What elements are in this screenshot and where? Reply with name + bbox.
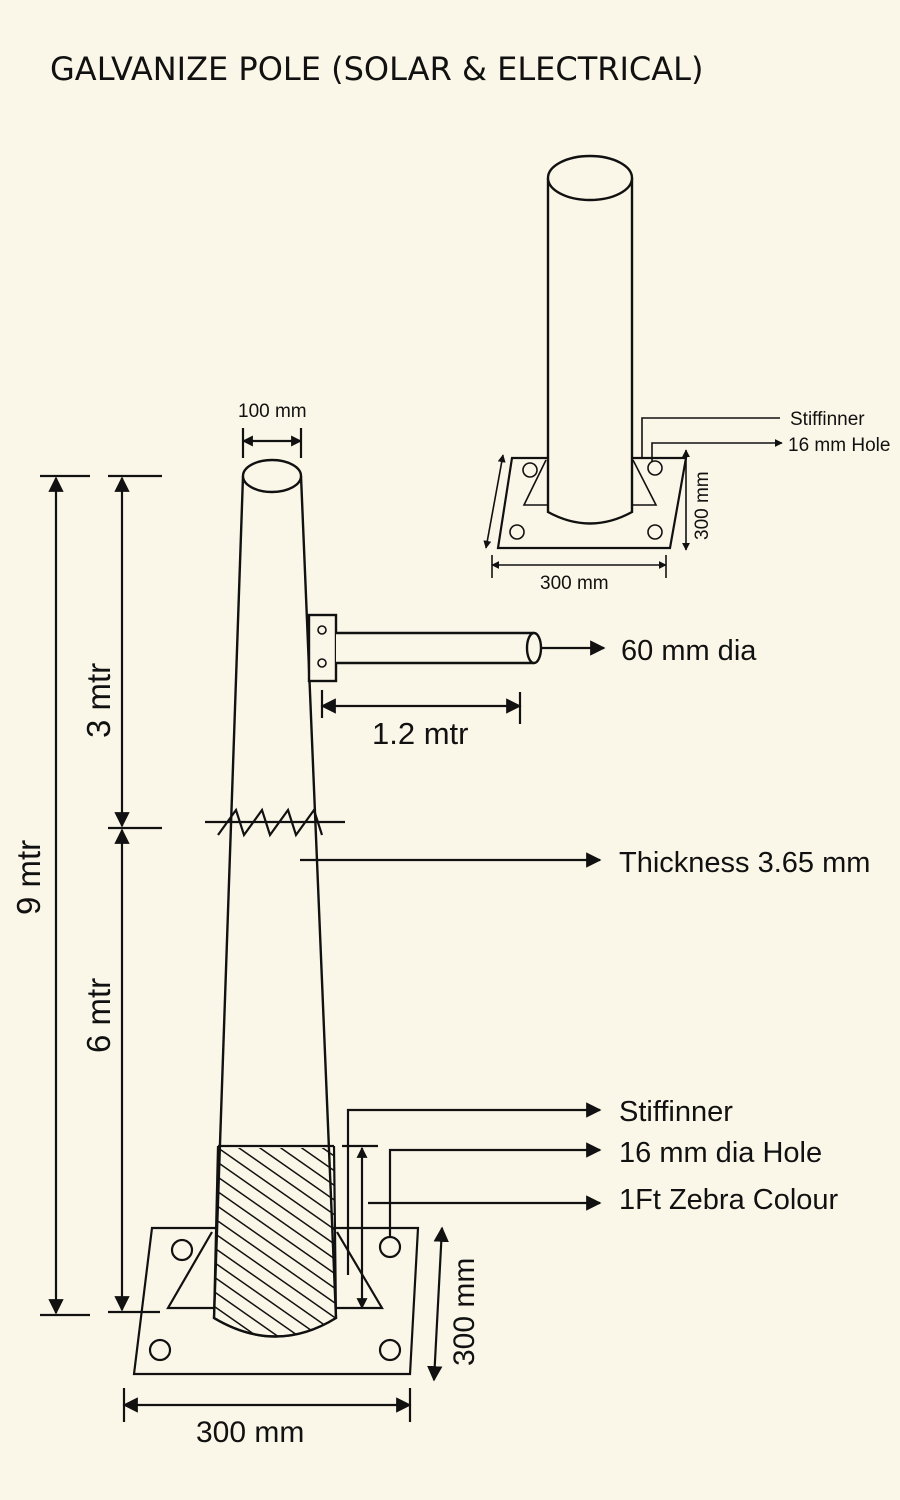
main-hole bbox=[378, 1338, 402, 1362]
main-stiffener-left bbox=[166, 1231, 216, 1310]
zebra-label: 1Ft Zebra Colour bbox=[619, 1184, 839, 1216]
main-pole-top bbox=[241, 458, 303, 494]
hole-leader bbox=[388, 1142, 602, 1238]
diagram-title: GALVANIZE POLE (SOLAR & ELECTRICAL) bbox=[50, 50, 703, 88]
lower-height-label: 6 mtr bbox=[80, 978, 117, 1053]
main-hole bbox=[148, 1338, 172, 1362]
small-pole-detail: Stiffinner 16 mm Hole 300 mm 300 mm bbox=[483, 154, 890, 594]
total-height-label: 9 mtr bbox=[10, 840, 47, 915]
small-pole-top bbox=[546, 154, 634, 202]
small-hole-leader bbox=[651, 439, 783, 462]
main-hole bbox=[170, 1238, 194, 1262]
break-zigzag bbox=[217, 807, 324, 838]
small-hole bbox=[509, 524, 525, 540]
arm-end bbox=[525, 631, 543, 665]
small-depth-dim bbox=[483, 454, 506, 549]
small-hole bbox=[647, 460, 663, 476]
main-pole-detail: 100 mm 9 mtr 3 mtr 6 mtr 60 mm dia 1.2 m… bbox=[10, 401, 870, 1449]
base-depth-label: 300 mm bbox=[448, 1258, 481, 1366]
zebra-outline bbox=[212, 1145, 338, 1338]
top-dia-label: 100 mm bbox=[238, 401, 307, 422]
stiffener-leader bbox=[346, 1102, 602, 1275]
base-depth-dim bbox=[427, 1226, 449, 1382]
small-stiffener-label: Stiffinner bbox=[790, 409, 865, 430]
base-width-label: 300 mm bbox=[196, 1416, 304, 1449]
arm-length-label: 1.2 mtr bbox=[372, 716, 468, 751]
main-stiffener-right bbox=[335, 1231, 384, 1310]
small-width-label: 300 mm bbox=[540, 573, 609, 594]
small-hole bbox=[647, 524, 663, 540]
main-hole bbox=[378, 1235, 402, 1259]
upper-height-label: 3 mtr bbox=[80, 663, 117, 738]
zebra-hatch bbox=[214, 1148, 336, 1337]
small-pole-body bbox=[546, 178, 634, 525]
thickness-label: Thickness 3.65 mm bbox=[619, 847, 870, 879]
hole-label: 16 mm dia Hole bbox=[619, 1137, 822, 1169]
small-stiffener-leader bbox=[641, 417, 780, 458]
arm-pipe bbox=[336, 631, 535, 665]
arm-bracket bbox=[307, 613, 338, 683]
small-stiffener-right bbox=[632, 459, 658, 506]
small-hole bbox=[522, 462, 538, 478]
small-depth-label: 300 mm bbox=[692, 471, 713, 540]
arm-dia-label: 60 mm dia bbox=[621, 635, 757, 667]
small-stiffener-left bbox=[522, 459, 548, 506]
stiffener-label: Stiffinner bbox=[619, 1096, 733, 1128]
small-hole-label: 16 mm Hole bbox=[788, 435, 890, 456]
